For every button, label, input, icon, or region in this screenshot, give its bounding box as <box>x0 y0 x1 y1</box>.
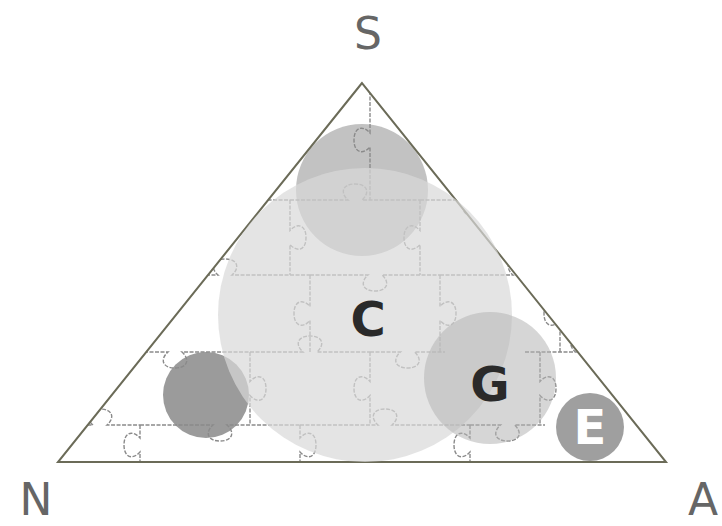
vertex-label: A <box>688 478 718 522</box>
vertex-label: S <box>354 12 382 56</box>
vertex-label: N <box>20 478 53 522</box>
triangle-outline <box>58 83 666 462</box>
triangle-ground <box>58 83 666 462</box>
circle-node: E <box>556 393 624 461</box>
circle-letter: E <box>574 403 607 451</box>
circle-letter: C <box>350 295 385 343</box>
puzzle-edge <box>60 409 140 425</box>
puzzle-lines <box>60 80 640 465</box>
circle-node: G <box>424 312 556 444</box>
circle-fill <box>556 393 624 461</box>
circle-letter: G <box>470 360 509 408</box>
circle-fill <box>424 312 556 444</box>
puzzle-edge <box>124 425 140 465</box>
